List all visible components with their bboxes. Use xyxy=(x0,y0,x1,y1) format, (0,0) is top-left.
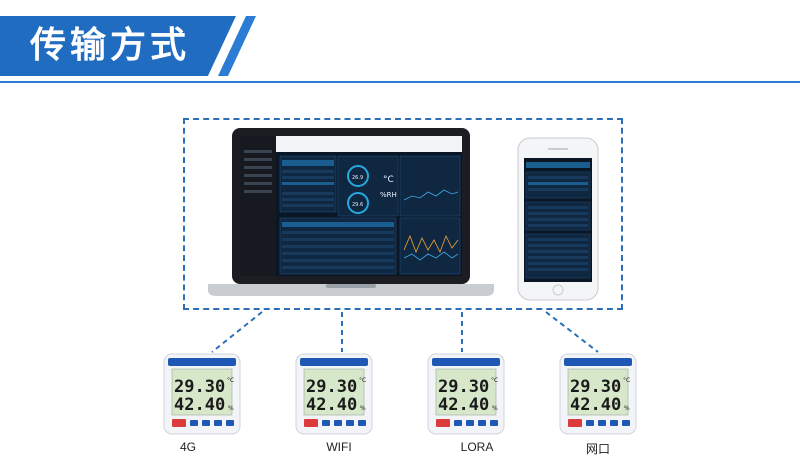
lcd-hum-lora: 42.40 xyxy=(438,395,489,415)
lcd-temp-unit-4g: °C xyxy=(227,377,234,384)
screen-hum-reading: 29.6 xyxy=(352,202,363,208)
lcd-temp-unit-ethernet: °C xyxy=(623,377,630,384)
lcd-hum-unit-4g: % xyxy=(228,405,234,412)
lcd-temp-ethernet: 29.30 xyxy=(570,377,621,397)
cloud-platform-frame xyxy=(183,118,623,310)
lcd-temp-wifi: 29.30 xyxy=(306,377,357,397)
lcd-hum-unit-wifi: % xyxy=(360,405,366,412)
device-ethernet xyxy=(559,353,637,435)
lcd-temp-lora: 29.30 xyxy=(438,377,489,397)
section-title: 传输方式 xyxy=(30,25,191,66)
device-label-4g: 4G xyxy=(179,440,196,454)
lcd-hum-unit-lora: % xyxy=(492,405,498,412)
lcd-temp-unit-wifi: °C xyxy=(359,377,366,384)
device-lora xyxy=(427,353,505,435)
device-label-lora: LORA xyxy=(460,440,494,454)
lcd-hum-ethernet: 42.40 xyxy=(570,395,621,415)
lcd-hum-unit-ethernet: % xyxy=(624,405,630,412)
lcd-hum-4g: 42.40 xyxy=(174,395,225,415)
screen-temp-reading: 26.9 xyxy=(352,175,363,181)
device-label-ethernet: 网口 xyxy=(585,442,610,456)
lcd-temp-unit-lora: °C xyxy=(491,377,498,384)
screen-hum-unit: %RH xyxy=(380,191,397,199)
device-4g xyxy=(163,353,241,435)
section-banner xyxy=(0,16,800,83)
laptop xyxy=(208,128,494,296)
connector-lines xyxy=(211,311,599,353)
smartphone xyxy=(517,137,599,301)
device-label-wifi: WIFI xyxy=(326,440,352,454)
lcd-hum-wifi: 42.40 xyxy=(306,395,357,415)
lcd-temp-4g: 29.30 xyxy=(174,377,225,397)
device-wifi xyxy=(295,353,373,435)
screen-temp-unit: °C xyxy=(383,175,394,185)
